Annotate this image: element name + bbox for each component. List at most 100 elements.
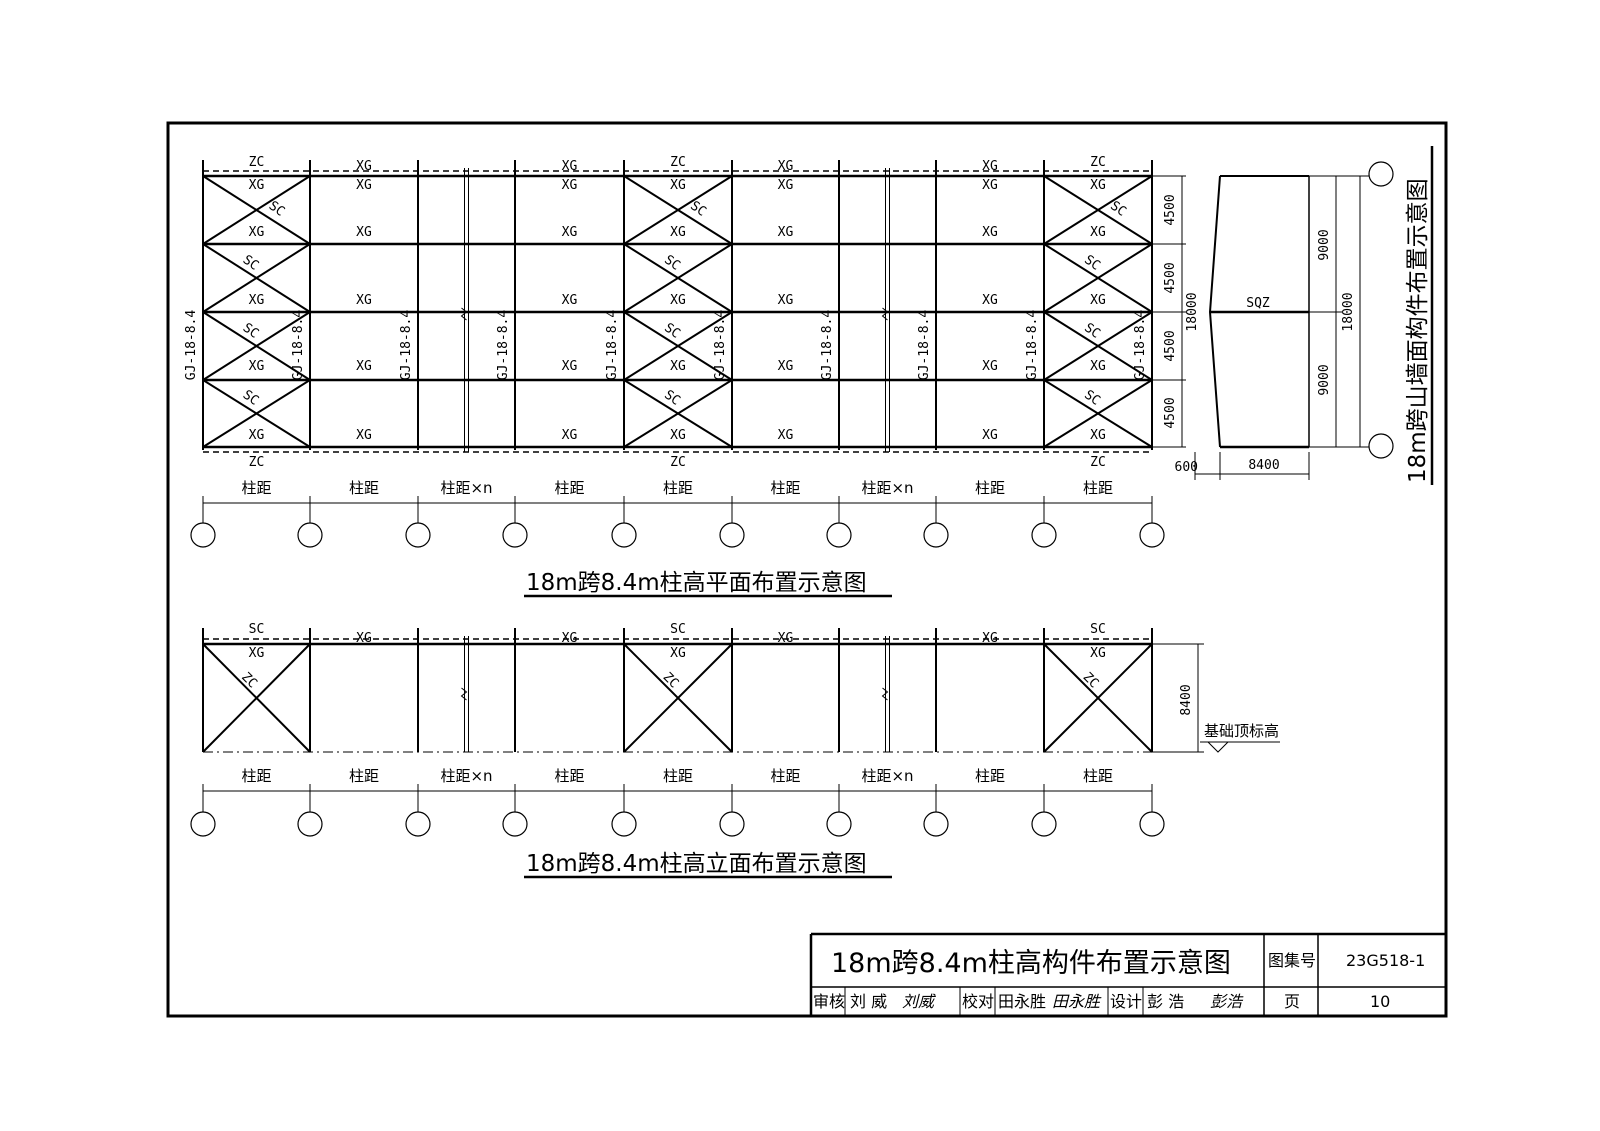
plan-axis-bubble	[1031, 522, 1057, 548]
plan-column-spacing-label: 柱距	[241, 479, 271, 497]
plan-xg-label: XG	[982, 428, 998, 443]
plan-xg-label: XG	[1090, 428, 1106, 443]
elevation-brace-diagonal	[623, 643, 733, 753]
plan-xg-label: XG	[778, 225, 794, 240]
foundation-level-label: 基础顶标高	[1204, 722, 1279, 740]
plan-axis-bubble	[826, 522, 852, 548]
elevation-column-spacing-label: 柱距	[349, 767, 379, 785]
plan-dimension-4500: 4500	[1163, 262, 1178, 293]
elevation-xg-label: XG	[562, 631, 578, 646]
gable-axis-bubble	[1368, 433, 1394, 459]
plan-xg-label: XG	[562, 293, 578, 308]
elevation-dimension-8400: 8400	[1179, 684, 1194, 715]
plan-zc-label: ZC	[1090, 455, 1106, 470]
plan-axis-bubble	[297, 522, 323, 548]
elevation-column-spacing-label: 柱距	[770, 767, 800, 785]
plan-break-mark	[460, 307, 468, 321]
gable-title: 18m跨山墙面构件布置示意图	[1405, 178, 1431, 483]
plan-sc-label: SC	[240, 252, 261, 273]
gable-dimension-8400: 8400	[1248, 458, 1279, 473]
elevation-axis-bubble	[826, 811, 852, 837]
designer-name: 彭 浩	[1147, 992, 1184, 1011]
elevation-column-spacing-label: 柱距	[975, 767, 1005, 785]
atlas-label: 图集号	[1268, 951, 1316, 970]
elevation-column-spacing-label: 柱距×n	[440, 767, 492, 785]
plan-gj-label: GJ-18-8.4	[917, 310, 932, 381]
plan-gj-label: GJ-18-8.4	[184, 310, 199, 381]
plan-brace-diagonal	[623, 379, 733, 448]
title-block-main-title: 18m跨8.4m柱高构件布置示意图	[831, 948, 1231, 979]
plan-xg-label: XG	[670, 225, 686, 240]
plan-axis-bubble	[611, 522, 637, 548]
plan-xg-label: XG	[670, 293, 686, 308]
plan-gj-label: GJ-18-8.4	[605, 310, 620, 381]
plan-sc-label: SC	[240, 320, 261, 341]
plan-xg-label: XG	[670, 428, 686, 443]
elevation-xg-label: XG	[982, 631, 998, 646]
elevation-axis-bubble	[611, 811, 637, 837]
plan-zc-label: ZC	[670, 155, 686, 170]
plan-xg-label: XG	[249, 225, 265, 240]
plan-brace-diagonal	[202, 379, 311, 448]
elevation-brace-diagonal	[1043, 643, 1153, 753]
plan-xg-label: XG	[1090, 293, 1106, 308]
plan-gj-label: GJ-18-8.4	[1133, 310, 1148, 381]
gable-dimension-600: 600	[1175, 460, 1198, 475]
elevation-sc-label: SC	[1090, 622, 1106, 637]
plan-xg-label: XG	[562, 178, 578, 193]
checker-name: 田永胜	[998, 992, 1046, 1011]
plan-dimension-18000: 18000	[1185, 292, 1200, 331]
elevation-column-spacing-label: 柱距×n	[861, 767, 913, 785]
plan-xg-label: XG	[778, 359, 794, 374]
plan-layout: ZCZCSCSCSCSCZCZCSCSCSCSCZCZCSCSCSCSCXGXG…	[184, 155, 1200, 548]
elevation-column-spacing-label: 柱距	[1083, 767, 1113, 785]
elevation-xg-label: XG	[670, 646, 686, 661]
plan-xg-label: XG	[356, 359, 372, 374]
plan-gj-label: GJ-18-8.4	[291, 310, 306, 381]
review-label: 审核	[813, 992, 845, 1011]
plan-xg-label: XG	[982, 178, 998, 193]
plan-xg-label: XG	[356, 428, 372, 443]
plan-brace-diagonal	[623, 311, 733, 381]
elevation-zc-label: ZC	[1080, 670, 1102, 692]
plan-xg-label: XG	[562, 359, 578, 374]
elevation-axis-bubble	[923, 811, 949, 837]
gable-dimension-9000: 9000	[1317, 364, 1332, 395]
plan-xg-label: XG	[1090, 359, 1106, 374]
plan-xg-label: XG	[249, 428, 265, 443]
plan-xg-label: XG	[982, 293, 998, 308]
plan-axis-bubble	[405, 522, 431, 548]
plan-gj-label: GJ-18-8.4	[496, 310, 511, 381]
plan-column-spacing-label: 柱距×n	[861, 479, 913, 497]
checker-signature: 田永胜	[1052, 992, 1102, 1011]
plan-axis-bubble	[923, 522, 949, 548]
reviewer-name: 刘 威	[850, 992, 887, 1011]
elevation-axis-bubble	[297, 811, 323, 837]
plan-sc-label: SC	[266, 198, 287, 219]
plan-axis-bubble	[190, 522, 216, 548]
plan-xg-label: XG	[249, 293, 265, 308]
plan-xg-label: XG	[562, 159, 578, 174]
page-label: 页	[1284, 992, 1300, 1011]
plan-xg-label: XG	[778, 293, 794, 308]
plan-xg-label: XG	[562, 428, 578, 443]
elevation-xg-label: XG	[1090, 646, 1106, 661]
plan-brace-diagonal	[1043, 311, 1153, 381]
title-block	[809, 932, 1446, 1016]
plan-brace-diagonal	[202, 243, 311, 313]
plan-title: 18m跨8.4m柱高平面布置示意图	[526, 570, 867, 596]
plan-dimension-4500: 4500	[1163, 194, 1178, 225]
plan-column-spacing-label: 柱距	[663, 479, 693, 497]
gable-sqz-label: SQZ	[1246, 296, 1270, 311]
plan-zc-label: ZC	[249, 455, 265, 470]
gable-dimension-9000: 9000	[1317, 229, 1332, 260]
plan-gj-label: GJ-18-8.4	[1025, 310, 1040, 381]
elevation-sc-label: SC	[670, 622, 686, 637]
plan-sc-label: SC	[661, 320, 682, 341]
plan-brace-diagonal	[202, 311, 311, 381]
foundation-level-triangle	[1207, 741, 1229, 753]
plan-sc-label: SC	[1081, 252, 1102, 273]
plan-xg-label: XG	[670, 359, 686, 374]
plan-xg-label: XG	[982, 159, 998, 174]
gable-dimension-18000: 18000	[1341, 292, 1356, 331]
